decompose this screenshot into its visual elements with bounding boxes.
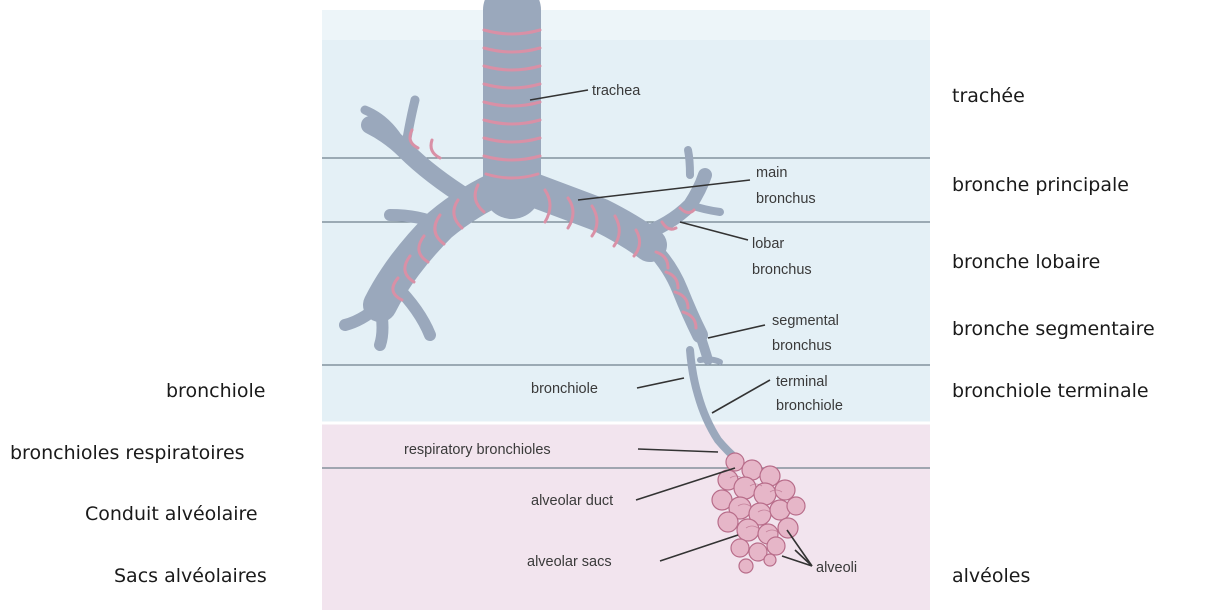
alveolus bbox=[734, 477, 756, 499]
fr-conduit-alveolaire: Conduit alvéolaire bbox=[85, 503, 258, 525]
alveolus bbox=[778, 518, 798, 538]
label-main-bronchus-line2: bronchus bbox=[756, 191, 816, 207]
alveolus bbox=[737, 519, 759, 541]
french-labels-right: trachée bronche principale bronche lobai… bbox=[952, 85, 1155, 587]
label-terminal-bronchiole-line2: bronchiole bbox=[776, 398, 843, 414]
fr-bronchioles-respiratoires: bronchioles respiratoires bbox=[10, 442, 245, 464]
label-trachea: trachea bbox=[592, 83, 641, 99]
label-alveoli: alveoli bbox=[816, 560, 857, 576]
fr-alveoles: alvéoles bbox=[952, 565, 1030, 587]
label-bronchiole: bronchiole bbox=[531, 381, 598, 397]
alveolus bbox=[754, 483, 776, 505]
fr-trachee: trachée bbox=[952, 85, 1025, 107]
label-alveolar-sacs: alveolar sacs bbox=[527, 554, 612, 570]
alveolus bbox=[787, 497, 805, 515]
fr-bronchiole-terminale: bronchiole terminale bbox=[952, 380, 1149, 402]
alveolus bbox=[718, 512, 738, 532]
bronchiole-side-shape bbox=[700, 359, 720, 362]
label-respiratory-bronchioles: respiratory bronchioles bbox=[404, 442, 551, 458]
alveolus bbox=[767, 537, 785, 555]
fr-bronche-lobaire: bronche lobaire bbox=[952, 251, 1100, 273]
fr-bronchiole: bronchiole bbox=[166, 380, 265, 402]
label-segmental-bronchus-line2: bronchus bbox=[772, 338, 832, 354]
french-labels-left: bronchiole bronchioles respiratoires Con… bbox=[10, 380, 267, 587]
label-lobar-bronchus-line1: lobar bbox=[752, 236, 784, 252]
label-terminal-bronchiole-line1: terminal bbox=[776, 374, 828, 390]
fr-bronche-principale: bronche principale bbox=[952, 174, 1129, 196]
label-lobar-bronchus-line2: bronchus bbox=[752, 262, 812, 278]
label-alveolar-duct: alveolar duct bbox=[531, 493, 613, 509]
label-segmental-bronchus-line1: segmental bbox=[772, 313, 839, 329]
fr-bronche-segmentaire: bronche segmentaire bbox=[952, 318, 1155, 340]
zone-top-highlight bbox=[322, 10, 930, 40]
alveolus bbox=[731, 539, 749, 557]
alveolus bbox=[764, 554, 776, 566]
alveolus bbox=[739, 559, 753, 573]
fr-sacs-alveolaires: Sacs alvéolaires bbox=[114, 565, 267, 587]
label-main-bronchus-line1: main bbox=[756, 165, 787, 181]
